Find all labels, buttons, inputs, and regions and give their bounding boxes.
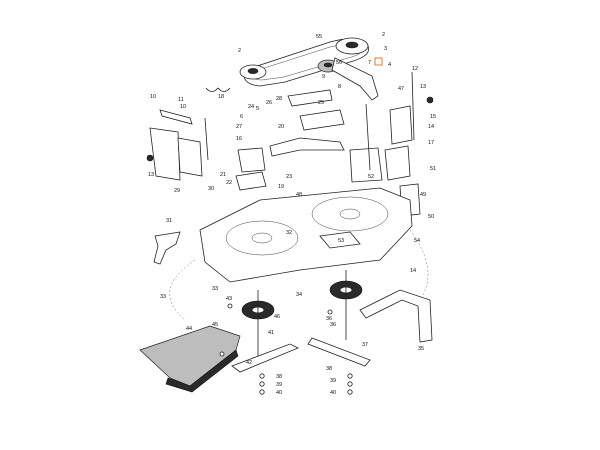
spring [205,87,231,92]
callout-number: 2 [382,32,385,38]
pulley-left [239,64,267,80]
callout-number: 53 [338,238,344,244]
callout-number: 41 [268,330,274,336]
hanger-bracket-left [237,147,266,173]
callout-number: 39 [276,382,282,388]
callout-number: 25 [318,100,324,106]
callout-number: 39 [330,378,336,384]
center-rod [365,103,371,171]
callout-number: 49 [420,192,426,198]
deflector-rod [359,289,433,343]
callout-number: 9 [322,74,325,80]
spindle-right [329,270,363,340]
callout-number: 10 [150,94,156,100]
callout-number: 42 [246,360,252,366]
callout-number: 3 [384,46,387,52]
callout-number: 36 [330,322,336,328]
hanger-bracket-right [349,147,383,183]
callout-number: 33 [160,294,166,300]
callout-number: 2 [238,48,241,54]
knob [146,154,154,162]
mower-deck [169,187,429,321]
callout-number: 17 [428,140,434,146]
blade-right [307,337,371,367]
right-rod [411,71,415,141]
callout-number: 44 [186,326,192,332]
callout-number: 47 [398,86,404,92]
callout-number: 30 [208,186,214,192]
callout-number: 13 [420,84,426,90]
callout-number: 33 [212,286,218,292]
rod-left [204,117,209,161]
idler-arm [331,57,379,101]
callout-number: 13 [148,172,154,178]
callout-number: 18 [218,94,224,100]
pulley-right [335,37,369,55]
callout-number: 50 [428,214,434,220]
bracket-mid [299,109,345,131]
callout-number: 21 [220,172,226,178]
callout-number: 40 [330,390,336,396]
side-bracket [177,137,203,177]
lift-link [159,109,193,125]
callout-number: 10 [180,104,186,110]
callout-number: 56 [336,60,342,66]
blade-left [231,343,299,373]
callout-number: 20 [278,124,284,130]
callout-number: 24 [248,104,254,110]
callout-number: 4 [388,62,391,68]
hardware [219,303,353,395]
callout-number: 52 [368,174,374,180]
callout-number: 14 [428,124,434,130]
callout-number: 27 [236,124,242,130]
callout-number: 32 [286,230,292,236]
callout-number: 35 [418,346,424,352]
right-arm [389,105,413,145]
right-bracket [384,145,411,181]
callout-number: 15 [430,114,436,120]
deck-link [269,137,345,157]
callout-number: 46 [274,314,280,320]
callout-number: 38 [326,366,332,372]
callout-number: 31 [166,218,172,224]
anti-scalp-bracket [153,231,181,265]
callout-number: 51 [430,166,436,172]
right-knob [426,96,434,104]
callout-number: 38 [276,374,282,380]
callout-number: 34 [296,292,302,298]
callout-number: 22 [226,180,232,186]
orange-square-icon [374,57,383,66]
callout-number: 54 [414,238,420,244]
deck-support-plate [149,127,181,181]
callout-number: 6 [240,114,243,120]
discharge-chute [139,325,241,393]
callout-number: 12 [412,66,418,72]
callout-number: 23 [286,174,292,180]
callout-number: 43 [226,296,232,302]
callout-number: 26 [266,100,272,106]
bracket-upper [287,89,333,107]
callout-number: 29 [174,188,180,194]
callout-number: 48 [296,192,302,198]
hanger-lower-left [235,171,267,191]
callout-number: 40 [276,390,282,396]
callout-number: 8 [338,84,341,90]
callout-number: 28 [276,96,282,102]
callout-number: 14 [410,268,416,274]
callout-number: 36 [326,316,332,322]
callout-number: 16 [236,136,242,142]
callout-number: 37 [362,342,368,348]
callout-number: 45 [212,322,218,328]
callout-number: 11 [178,97,184,103]
spindle-left [241,290,275,360]
callout-number: 19 [278,184,284,190]
callout-number: 7 [368,60,371,66]
callout-number: 55 [316,34,322,40]
callout-number: 5 [256,106,259,112]
